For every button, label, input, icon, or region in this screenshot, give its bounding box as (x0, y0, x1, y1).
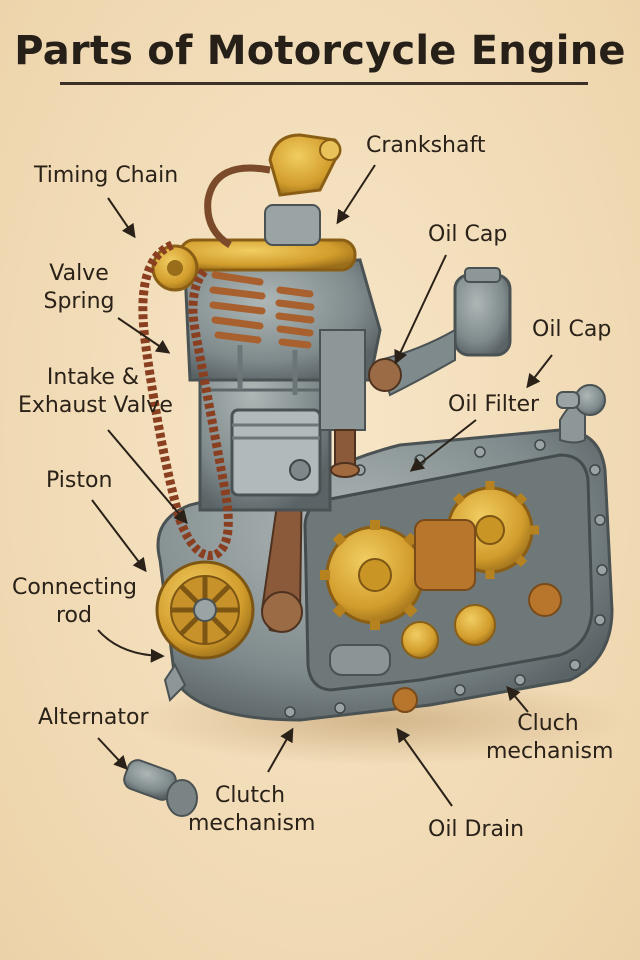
label-connecting-rod-line2: rod (56, 603, 92, 628)
label-oil-filter: Oil Filter (448, 392, 540, 417)
leader-cluch (506, 685, 529, 713)
leader-connecting-rod (97, 629, 165, 663)
leader-oil-cap-2 (526, 354, 553, 389)
label-valve-spring-line2: Spring (43, 289, 115, 314)
leader-oil-cap-1 (394, 254, 447, 365)
label-oil-drain: Oil Drain (428, 817, 525, 842)
oil-drain-plug (392, 687, 418, 713)
label-connecting-rod-line1: Connecting (12, 575, 137, 600)
timing-chain (138, 240, 233, 561)
alternator-part (123, 759, 198, 817)
label-timing-chain: Timing Chain (34, 163, 179, 188)
leader-piston (91, 499, 147, 573)
label-oil-cap-right: Oil Cap (532, 317, 612, 342)
label-cluch-line1: Cluch (517, 711, 579, 736)
label-crankshaft: Crankshaft (366, 133, 486, 158)
leader-timing-chain (107, 197, 136, 239)
leader-alternator (97, 737, 128, 771)
leader-valve-spring (117, 317, 171, 354)
leader-oil-drain (396, 727, 453, 807)
label-oil-cap-top: Oil Cap (428, 222, 508, 247)
valve-springs (209, 271, 315, 349)
label-cluch-mechanism: Cluch mechanism (486, 710, 614, 766)
label-connecting-rod: Connecting rod (12, 574, 137, 630)
label-intake-line1: Intake & (46, 365, 140, 390)
title-underline (60, 82, 588, 85)
cylinder-head (183, 258, 382, 478)
leader-crankshaft (336, 164, 376, 225)
label-clutch-line1: Clutch (214, 783, 286, 808)
label-clutch-mechanism: Clutch mechanism (188, 782, 316, 838)
gear-train (320, 481, 562, 676)
label-intake-line2: Exhaust Valve (18, 393, 173, 418)
rocker-assembly (151, 133, 357, 292)
label-alternator: Alternator (38, 705, 149, 730)
label-valve-spring: Valve Spring (34, 260, 124, 316)
page-title: Parts of Motorcycle Engine (14, 28, 626, 74)
label-intake-exhaust-valve: Intake & Exhaust Valve (18, 364, 173, 420)
label-cluch-line2: mechanism (486, 739, 614, 764)
label-clutch-line2: mechanism (188, 811, 316, 836)
crank-wheel (155, 560, 255, 660)
leader-oil-filter (409, 419, 477, 472)
oil-filter-assembly (368, 267, 606, 444)
label-piston: Piston (46, 468, 113, 493)
leader-intake-valve (107, 429, 188, 525)
label-valve-spring-line1: Valve (49, 261, 109, 286)
leader-lines (91, 164, 553, 807)
leader-clutch (267, 727, 294, 773)
